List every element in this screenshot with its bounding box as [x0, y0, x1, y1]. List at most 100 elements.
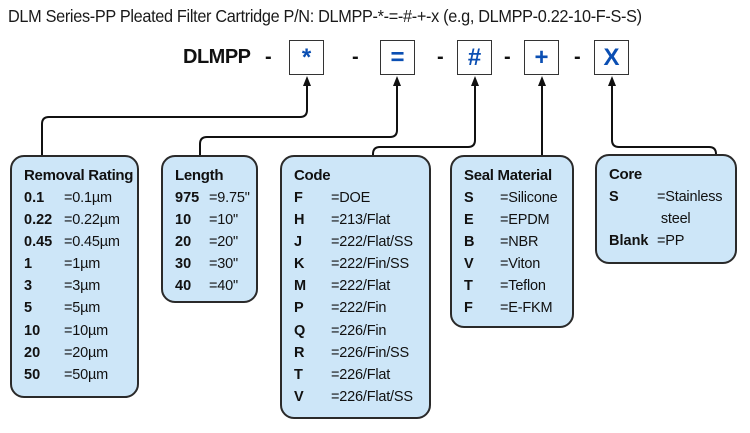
option-code: J — [294, 234, 303, 251]
option-value: =30" — [209, 256, 238, 273]
diagram-title: DLM Series-PP Pleated Filter Cartridge P… — [8, 6, 642, 26]
separator-dash: - — [437, 46, 444, 68]
arrow-head-icon — [538, 76, 546, 86]
option-code: E — [464, 212, 474, 229]
option-row: R=226/Fin/SS — [294, 342, 429, 364]
option-row: 20=20µm — [24, 342, 137, 364]
option-value: =50µm — [64, 366, 109, 383]
option-code: Blank — [609, 233, 649, 250]
panel-title: Code — [294, 167, 331, 184]
option-code: 20 — [24, 344, 41, 361]
option-value: =10" — [209, 212, 238, 229]
option-row: K =222/Fin/SS — [294, 253, 429, 275]
option-value: =0.45µm — [64, 234, 120, 251]
option-row: 0.22=0.22µm — [24, 209, 137, 231]
option-code: T — [464, 278, 473, 295]
option-row: steel — [609, 208, 735, 230]
option-value: =Stainless — [657, 189, 723, 205]
option-row: E =EPDM — [464, 209, 572, 231]
option-row: 5=5µm — [24, 297, 137, 319]
option-code: 975 — [175, 190, 200, 206]
option-row: P =222/Fin — [294, 297, 429, 319]
option-value: =226/Flat — [331, 366, 391, 383]
option-value: =Viton — [500, 256, 541, 273]
option-row: 3 =3µm — [24, 275, 137, 297]
option-row: 10 =10" — [175, 209, 256, 231]
panel-title: Core — [609, 166, 642, 183]
option-value: =3µm — [64, 278, 101, 295]
panel-title: Removal Rating — [24, 167, 134, 184]
part-number-prefix: DLMPP — [183, 46, 251, 68]
segment-box-core: X — [594, 40, 629, 75]
option-value: =9.75" — [209, 190, 250, 206]
option-code: P — [294, 300, 304, 317]
connector-removal-rating — [41, 80, 308, 156]
option-code: 0.22 — [24, 212, 53, 229]
option-code: H — [294, 212, 305, 229]
option-value: =222/Fin — [331, 300, 387, 317]
option-value: =Silicone — [500, 190, 558, 206]
option-row: 1=1µm — [24, 253, 137, 275]
option-row: M=222/Flat — [294, 275, 429, 297]
option-value: =EPDM — [500, 212, 550, 229]
option-value: =PP — [657, 233, 685, 250]
connector-code — [372, 80, 476, 156]
option-code — [609, 208, 657, 230]
option-row: T =Teflon — [464, 275, 572, 297]
option-code: 0.1 — [24, 190, 45, 206]
option-row: 20=20" — [175, 231, 256, 253]
option-code: 50 — [24, 366, 41, 383]
option-value: =E-FKM — [500, 300, 553, 317]
option-row: 0.45=0.45µm — [24, 231, 137, 253]
option-code: 3 — [24, 278, 33, 295]
option-value: =222/Flat — [331, 278, 391, 295]
option-row: 30=30" — [175, 253, 256, 275]
separator-dash: - — [352, 46, 359, 68]
option-list: 975 =9.75" 10 =10" 20=20"30=30"40=40" — [175, 187, 256, 297]
option-row: V=226/Flat/SS — [294, 386, 429, 408]
option-code: Q — [294, 322, 306, 339]
option-value: =213/Flat — [331, 212, 391, 229]
option-value: =1µm — [64, 256, 101, 273]
option-code: F — [464, 300, 473, 317]
option-code: V — [464, 256, 474, 273]
option-code: 10 — [175, 212, 192, 229]
option-code: S — [464, 190, 474, 206]
panel-title: Length — [175, 167, 224, 184]
option-row: 0.1 =0.1µm — [24, 187, 137, 209]
option-value: =NBR — [500, 234, 539, 251]
option-value: steel — [657, 211, 691, 228]
option-code: 20 — [175, 234, 192, 251]
option-row: 10=10µm — [24, 320, 137, 342]
option-code: R — [294, 344, 305, 361]
panel-length: Length 975 =9.75" 10 =10" 20=20"30=30"40=40" — [161, 155, 258, 303]
separator-dash: - — [504, 46, 511, 68]
segment-box-length: = — [380, 40, 415, 75]
option-value: =DOE — [331, 190, 371, 206]
option-value: =226/Flat/SS — [331, 388, 413, 405]
option-row: B=NBR — [464, 231, 572, 253]
option-row: S=Stainless — [609, 186, 735, 208]
option-code: F — [294, 190, 303, 206]
option-row: Blank =PP — [609, 230, 735, 252]
option-row: F =E-FKM — [464, 297, 572, 319]
segment-box-removal-rating: * — [289, 40, 324, 75]
segment-box-seal-material: + — [524, 40, 559, 75]
option-code: K — [294, 256, 305, 273]
separator-dash: - — [574, 46, 581, 68]
option-value: =Teflon — [500, 278, 546, 295]
option-code: T — [294, 366, 303, 383]
option-value: =222/Fin/SS — [331, 256, 410, 273]
option-code: 10 — [24, 322, 41, 339]
option-value: =0.1µm — [64, 190, 112, 206]
option-row: 40=40" — [175, 275, 256, 297]
option-value: =222/Flat/SS — [331, 234, 413, 251]
segment-box-code: # — [457, 40, 492, 75]
option-row: J =222/Flat/SS — [294, 231, 429, 253]
